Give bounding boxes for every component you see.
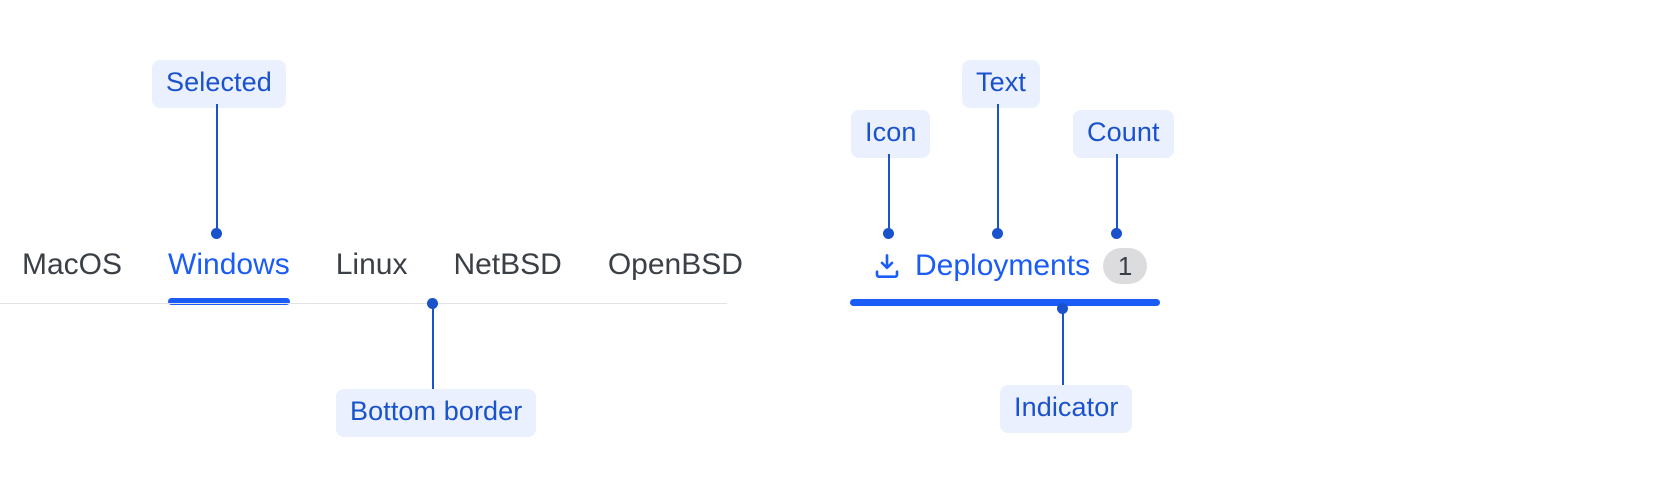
tab-linux[interactable]: Linux <box>336 244 408 302</box>
annotation-line-count <box>1116 154 1118 233</box>
tab-label: Linux <box>335 248 408 281</box>
annotation-dot-selected <box>211 228 222 239</box>
tab-strip-bottom-border <box>0 303 727 304</box>
annotation-chip-count: Count <box>1073 110 1174 158</box>
annotation-dot-text <box>992 228 1003 239</box>
annotation-dot-count <box>1111 228 1122 239</box>
tab-windows[interactable]: Windows <box>168 244 290 305</box>
tab-deployments-count-badge: 1 <box>1103 248 1148 284</box>
tab-label: MacOS <box>22 248 123 281</box>
tab-label: OpenBSD <box>607 248 743 281</box>
annotation-line-bottom-border <box>432 303 434 393</box>
download-icon <box>872 251 902 281</box>
tab-strip-os: MacOS Windows Linux NetBSD OpenBSD <box>0 244 743 305</box>
tab-openbsd[interactable]: OpenBSD <box>608 244 743 302</box>
annotation-chip-text: Text <box>962 60 1040 108</box>
annotation-line-indicator <box>1062 308 1064 389</box>
tab-macos[interactable]: MacOS <box>22 244 122 302</box>
tab-deployments-label: Deployments <box>915 249 1091 282</box>
annotation-line-selected <box>216 104 218 233</box>
tab-netbsd[interactable]: NetBSD <box>453 244 561 302</box>
tab-active-underline <box>168 298 290 305</box>
annotation-line-icon <box>888 154 890 233</box>
annotation-chip-icon: Icon <box>851 110 931 158</box>
annotation-chip-bottom-border: Bottom border <box>336 389 537 437</box>
tab-label: Windows <box>168 248 290 281</box>
annotation-dot-icon <box>883 228 894 239</box>
annotation-chip-indicator: Indicator <box>1000 385 1133 433</box>
tab-deployments[interactable]: Deployments 1 <box>850 244 1160 306</box>
tab-list: MacOS Windows Linux NetBSD OpenBSD <box>22 244 743 305</box>
tab-label: NetBSD <box>453 248 562 281</box>
annotation-line-text <box>997 104 999 233</box>
annotation-chip-selected: Selected <box>152 60 286 108</box>
tab-deployments-content: Deployments 1 <box>872 248 1148 284</box>
tab-active-indicator <box>850 299 1160 306</box>
